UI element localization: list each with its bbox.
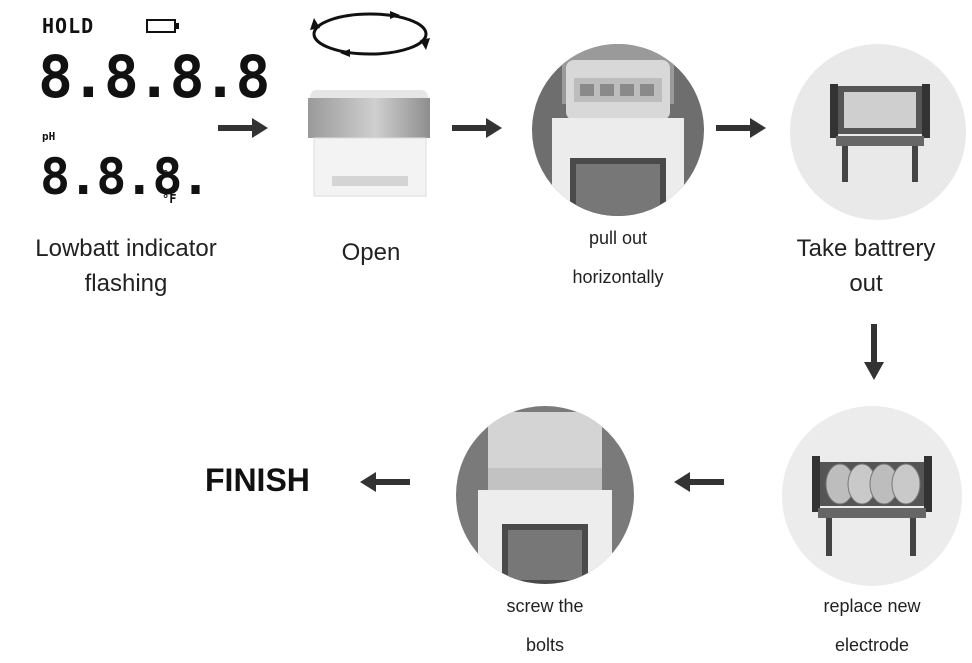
pull-out-photo [532,44,704,216]
lcd-main-digits: 8.8.8.8 [38,43,270,111]
take-battery-caption-line2: out [849,269,883,297]
finish-label: FINISH [205,462,310,498]
arrow-down-icon [864,324,884,380]
screw-caption-line2: bolts [525,635,565,655]
pull-out-caption: pull out horizontally [532,228,704,288]
hold-indicator: HOLD [42,14,95,38]
battery-icon [146,19,179,33]
arrow-left-icon [674,472,724,492]
arrow-right-icon [716,118,766,138]
arrow-right-icon [452,118,502,138]
take-battery-caption-line1: Take battrery [796,235,936,262]
open-caption: Open [341,239,401,266]
lcd-secondary-digits: 8.8.8. [40,148,211,206]
battery-removed-photo [790,44,966,220]
screw-caption: screw the bolts [456,596,634,656]
arrow-left-icon [360,472,410,492]
arrow-right-icon [218,118,268,138]
lowbatt-caption-line2: flashing [84,269,168,297]
replace-caption-line1: replace new [823,596,921,616]
take-battery-caption: Take battrery out [760,232,972,302]
rotate-icon [310,11,430,57]
pull-out-caption-line1: pull out [588,228,648,248]
ph-label: pH [42,130,56,143]
lowbatt-caption: Lowbatt indicator flashing [0,232,252,302]
replace-caption-line2: electrode [834,635,910,655]
screw-bolts-photo [456,406,634,584]
unit-fahrenheit: °F [162,192,177,206]
unit-celsius: °C [162,168,177,182]
screw-caption-line1: screw the [506,596,584,616]
lowbatt-caption-line1: Lowbatt indicator [35,235,217,262]
meter-cap-illustration [308,90,430,197]
pull-out-caption-line2: horizontally [572,267,664,287]
replace-caption: replace new electrode [782,596,962,656]
replace-electrode-photo [782,406,962,586]
